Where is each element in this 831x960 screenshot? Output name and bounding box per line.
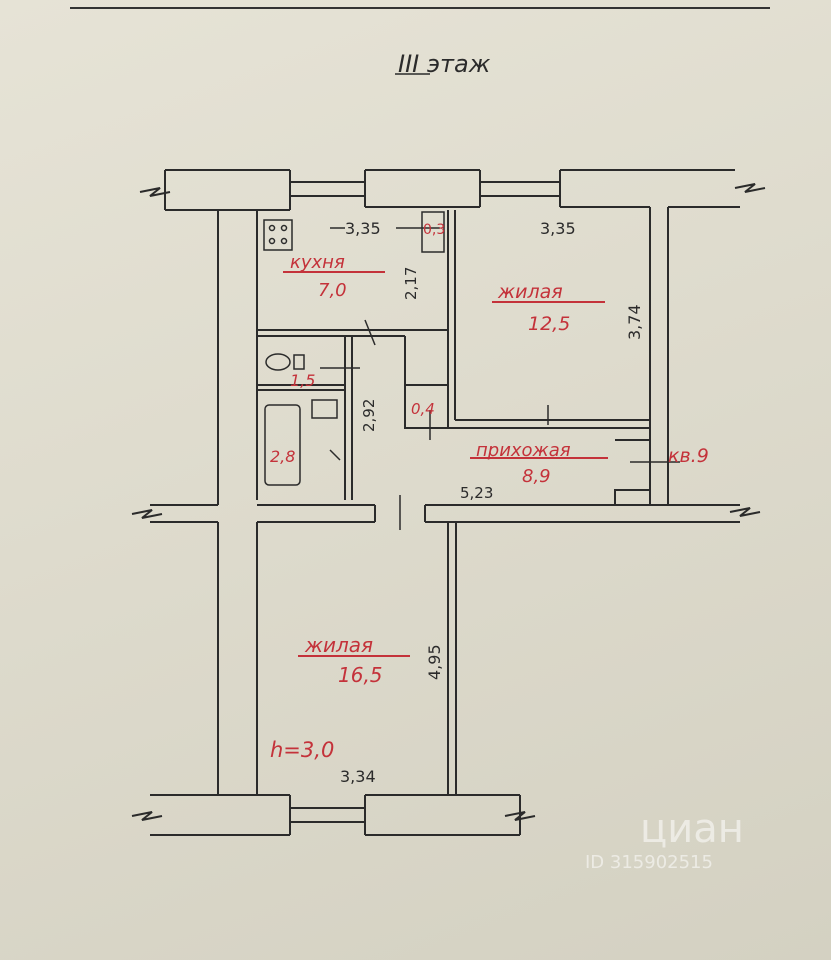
watermark-brand: циан <box>640 806 744 852</box>
closet-area: 0,4 <box>411 400 435 418</box>
bath-area: 2,8 <box>270 447 295 466</box>
living-bottom-area: 16,5 <box>338 663 383 687</box>
walls <box>150 169 740 836</box>
dim-living-bottom-width: 3,34 <box>340 767 376 786</box>
dim-living-top-width: 3,35 <box>540 219 576 238</box>
hallway-name: прихожая <box>476 440 571 461</box>
dim-niche: 0,3 <box>423 222 445 238</box>
living-top-name: жилая <box>497 281 563 303</box>
ceiling-height: h=3,0 <box>270 738 334 762</box>
stove-icon <box>263 219 293 251</box>
dim-living-bottom-depth: 4,95 <box>425 644 444 680</box>
break-marks <box>131 183 766 821</box>
dimension-ticks <box>320 227 680 530</box>
living-bottom-name: жилая <box>304 633 373 657</box>
kitchen-sink-icon <box>421 211 445 253</box>
bathtub-icon <box>264 404 301 486</box>
watermark-id: ID 315902515 <box>585 852 713 873</box>
living-top-area: 12,5 <box>528 313 570 335</box>
dim-living-top-depth: 3,74 <box>625 304 644 340</box>
toilet-area: 1,5 <box>290 371 315 390</box>
dim-kitchen-width: 3,35 <box>345 219 381 238</box>
kitchen-area: 7,0 <box>318 280 347 301</box>
watermark: циан ID 315902515 <box>585 806 744 873</box>
washbasin-icon <box>311 399 338 419</box>
dim-hallway-length: 5,23 <box>460 484 493 502</box>
apartment-label: кв.9 <box>668 445 709 467</box>
toilet-icon <box>265 353 291 371</box>
fixtures <box>263 211 445 486</box>
dim-kitchen-depth: 2,17 <box>402 267 420 300</box>
hallway-area: 8,9 <box>522 466 551 487</box>
dim-bath-depth: 2,92 <box>360 399 378 432</box>
kitchen-name: кухня <box>290 252 345 273</box>
